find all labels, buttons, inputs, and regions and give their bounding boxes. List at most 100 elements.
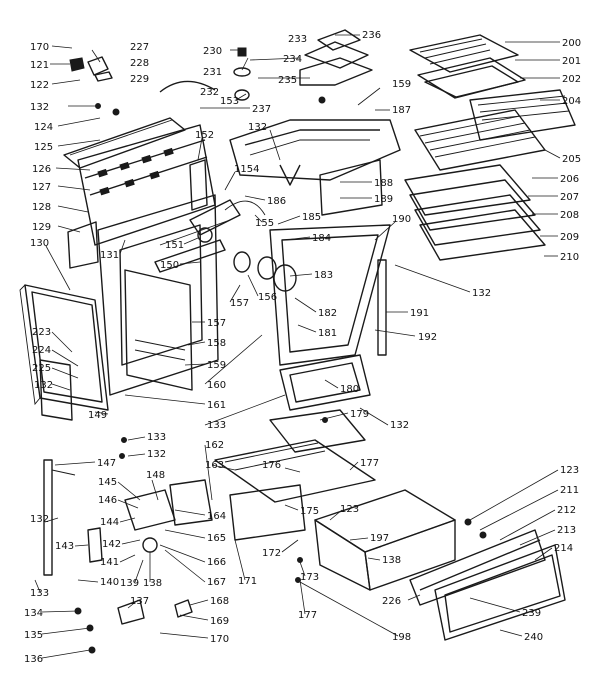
callout-label: 160: [207, 380, 226, 391]
callout-label: 132: [390, 420, 409, 431]
callout-label: 190: [392, 214, 411, 225]
callout-label: 201: [562, 56, 581, 67]
callout-label: 177: [360, 458, 379, 469]
callout-label: 213: [557, 525, 576, 536]
callout-label: 183: [314, 270, 333, 281]
callout-label: 170: [210, 634, 229, 645]
callout-label: 158: [207, 338, 226, 349]
callout-label: 132: [30, 514, 49, 525]
burner-tube: [189, 199, 241, 236]
callout-label: 159: [392, 79, 411, 90]
callout-label: 209: [560, 232, 579, 243]
callout-label: 157: [230, 298, 249, 309]
callout-label: 145: [98, 477, 117, 488]
callout-label: 172: [262, 548, 281, 559]
callout-label: 128: [32, 202, 51, 213]
callout-label: 228: [130, 58, 149, 69]
callout-label: 132: [147, 449, 166, 460]
top-rail-strip: [63, 117, 186, 169]
callout-label: 211: [560, 485, 579, 496]
callout-label: 226: [382, 596, 401, 607]
callout-label: 200: [562, 38, 581, 49]
callout-label: 197: [370, 533, 389, 544]
callout-label: 139: [120, 578, 139, 589]
callout-label: 138: [143, 578, 162, 589]
callout-label: 205: [562, 154, 581, 165]
callout-label: 231: [203, 67, 222, 78]
callout-label: 123: [340, 504, 359, 515]
callout-label: 177: [298, 610, 317, 621]
callout-label: 208: [560, 210, 579, 221]
callout-label: 233: [288, 34, 307, 45]
callout-label: 123: [560, 465, 579, 476]
callout-label: 186: [267, 196, 286, 207]
callout-label: 170: [30, 42, 49, 53]
side-strip: [189, 159, 208, 211]
callout-label: 210: [560, 252, 579, 263]
callout-label: 239: [522, 608, 541, 619]
valve-assembly: [87, 527, 103, 563]
bracket-assembly: [69, 56, 113, 82]
callout-label: 230: [203, 46, 222, 57]
callout-label: 151: [165, 240, 184, 251]
front-frame: [269, 224, 391, 366]
callout-label: 206: [560, 174, 579, 185]
callout-label: 184: [312, 233, 331, 244]
oven-side-panel: [97, 194, 219, 396]
callout-label: 155: [255, 218, 274, 229]
callout-label: 237: [252, 104, 271, 115]
callout-label: 202: [562, 74, 581, 85]
drawer-cover: [214, 439, 376, 503]
callout-label: 164: [207, 511, 226, 522]
callout-label: 240: [524, 632, 543, 643]
callout-label: 234: [283, 54, 302, 65]
callout-label: 131: [100, 250, 119, 261]
callout-label: 149: [88, 410, 107, 421]
callout-label: 152: [195, 130, 214, 141]
callout-label: 227: [130, 42, 149, 53]
callout-label: 168: [210, 596, 229, 607]
callout-label: 167: [207, 577, 226, 588]
callout-label: 188: [374, 178, 393, 189]
callout-label: 148: [146, 470, 165, 481]
callout-label: 176: [262, 460, 281, 471]
drawer-front-glass: [434, 544, 566, 641]
callout-label: 191: [410, 308, 429, 319]
callout-label: 236: [362, 30, 381, 41]
inner-liner-panel: [124, 269, 193, 391]
callout-label: 132: [248, 122, 267, 133]
callout-label: 180: [340, 384, 359, 395]
burner-ring: [233, 251, 251, 273]
callout-label: 235: [278, 75, 297, 86]
callout-label: 136: [24, 654, 43, 665]
callout-label: 166: [207, 557, 226, 568]
callout-label: 125: [34, 142, 53, 153]
callout-label: 179: [350, 409, 369, 420]
callout-label: 212: [557, 505, 576, 516]
callout-label: 147: [97, 458, 116, 469]
top-cover: [229, 119, 401, 181]
leader-lines: [34, 34, 561, 659]
callout-label: 130: [30, 238, 49, 249]
callout-label: 169: [210, 616, 229, 627]
callout-label: 138: [382, 555, 401, 566]
callout-label: 150: [160, 260, 179, 271]
fastener-dot: [112, 108, 120, 116]
callout-label: 156: [258, 292, 277, 303]
callout-label: 175: [300, 506, 319, 517]
callout-label: 165: [207, 533, 226, 544]
callout-label: 225: [32, 363, 51, 374]
callout-label: 133: [147, 432, 166, 443]
callout-label: 185: [302, 212, 321, 223]
callout-label: 163: [205, 460, 224, 471]
callout-label: 181: [318, 328, 337, 339]
callout-label: 127: [32, 182, 51, 193]
callout-label: 132: [472, 288, 491, 299]
callout-label: 157: [207, 318, 226, 329]
callout-label: 182: [318, 308, 337, 319]
callout-label: 144: [100, 517, 119, 528]
callout-label: 161: [207, 400, 226, 411]
callout-label: 224: [32, 345, 51, 356]
callout-label: 133: [30, 588, 49, 599]
